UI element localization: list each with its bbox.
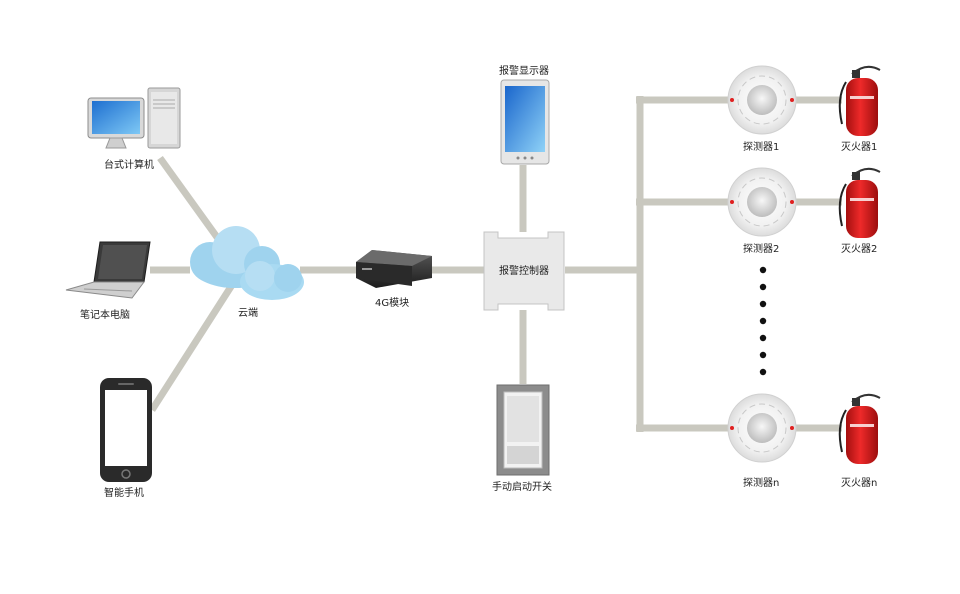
extinguisher1-label: 灭火器1 <box>841 141 877 153</box>
detectorN-label: 探测器n <box>743 476 779 489</box>
fire-extinguisher-icon[interactable] <box>838 65 881 136</box>
router-box-icon[interactable] <box>356 250 432 288</box>
cloud-label: 云端 <box>238 306 258 319</box>
controller-label: 报警控制器 <box>499 264 549 277</box>
switch-label: 手动启动开关 <box>492 480 552 493</box>
detector2-label: 探测器2 <box>743 242 779 255</box>
connectors <box>149 96 842 432</box>
alarm-controller-box[interactable] <box>483 231 565 311</box>
extinguisher2-label: 灭火器2 <box>841 243 877 255</box>
cloud-icon[interactable] <box>190 226 304 300</box>
desktop-label: 台式计算机 <box>104 158 154 171</box>
manual-switch-icon[interactable] <box>496 384 550 476</box>
smoke-detector-icon[interactable] <box>727 393 797 463</box>
detector1-label: 探测器1 <box>743 140 779 153</box>
tablet-display-icon[interactable] <box>500 79 550 165</box>
display-label: 报警显示器 <box>499 64 549 77</box>
desktop-computer-icon[interactable] <box>87 87 181 149</box>
smoke-detector-icon[interactable] <box>727 167 797 237</box>
ellipsis-dots <box>759 266 767 376</box>
laptop-label: 笔记本电脑 <box>80 308 130 321</box>
fire-extinguisher-icon[interactable] <box>838 393 881 464</box>
link-phone-cloud <box>149 283 235 412</box>
laptop-icon[interactable] <box>65 241 151 299</box>
smartphone-icon[interactable] <box>100 378 152 482</box>
smoke-detector-icon[interactable] <box>727 65 797 135</box>
extinguisherN-label: 灭火器n <box>841 477 877 489</box>
fire-extinguisher-icon[interactable] <box>838 167 881 238</box>
phone-label: 智能手机 <box>104 486 144 499</box>
module4g-label: 4G模块 <box>375 297 409 309</box>
